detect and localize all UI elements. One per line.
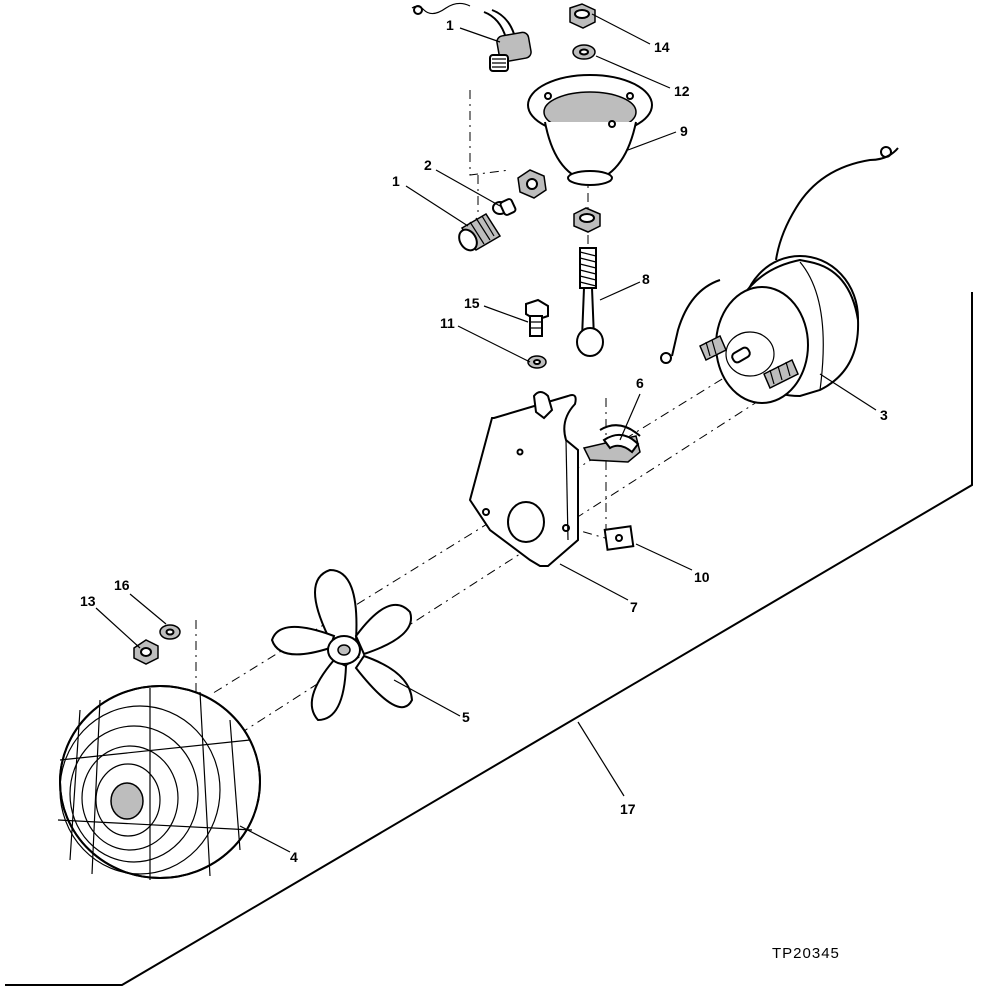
- nut-part-14: [569, 3, 596, 29]
- knurled-nut-part-1: [458, 212, 502, 252]
- figure-reference-id: TP20345: [772, 945, 840, 962]
- nut-plate-part-10: [603, 525, 635, 551]
- swivel-nut-with-wire-part-1: [411, 2, 532, 72]
- callout-3: 3: [880, 407, 888, 423]
- lock-washer-part-11: [527, 355, 547, 369]
- callout-5: 5: [462, 709, 470, 725]
- motor-part-3: [660, 146, 899, 404]
- ball-stud-part-8: [573, 207, 604, 357]
- fan-guard-part-4: [57, 685, 261, 880]
- swivel-base-part-9: [527, 74, 653, 186]
- mounting-bracket-part-7: [468, 391, 579, 567]
- lock-washer-part-12: [572, 44, 596, 60]
- callout-17: 17: [620, 801, 636, 817]
- callout-10: 10: [694, 569, 710, 585]
- panel-outline: [5, 292, 973, 986]
- callout-12: 12: [674, 83, 690, 99]
- nut-part-13: [133, 639, 159, 665]
- washer-part-16: [159, 624, 181, 640]
- callout-6: 6: [636, 375, 644, 391]
- callout-16: 16: [114, 577, 130, 593]
- callout-8: 8: [642, 271, 650, 287]
- callout-9: 9: [680, 123, 688, 139]
- callout-4: 4: [290, 849, 298, 865]
- callout-11: 11: [440, 315, 455, 331]
- fan-blade-part-5: [270, 568, 414, 722]
- callout-13: 13: [80, 593, 96, 609]
- spring-clip-part-6: [582, 424, 641, 463]
- callout-7: 7: [630, 599, 638, 615]
- ferrule-part-2: [492, 169, 547, 216]
- callout-14: 14: [654, 39, 670, 55]
- callout-1a: 1: [446, 17, 454, 33]
- callout-1b: 1: [392, 173, 400, 189]
- cap-screw-part-15: [525, 298, 549, 337]
- leader-lines: [95, 13, 877, 853]
- callout-15: 15: [464, 295, 480, 311]
- callout-2: 2: [424, 157, 432, 173]
